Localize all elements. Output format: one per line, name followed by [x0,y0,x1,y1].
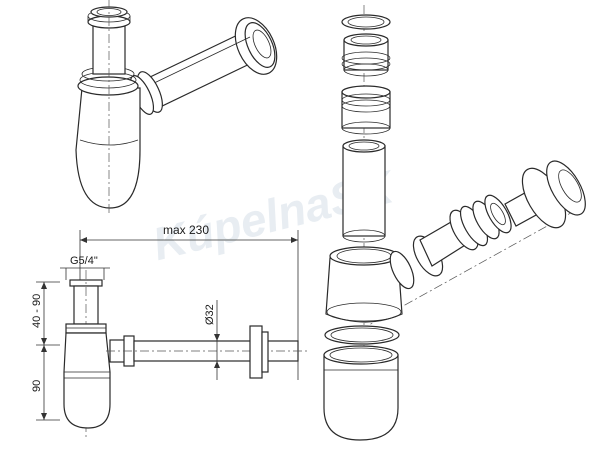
wall-pipe-top [147,17,278,109]
wall-pipe [504,160,586,229]
outlet-nut [412,209,479,277]
siphon-body-top [75,66,141,209]
seal-ring-bottom [324,325,400,345]
dim-thread-label: G5/4" [70,255,98,267]
dim-height-upper-label: 40 - 90 [31,294,43,328]
top-nut [341,33,391,77]
siphon-head [325,246,415,323]
seal-ring-top [341,14,391,30]
exploded-view [323,5,586,441]
dim-max-length-label: max 230 [163,223,209,237]
assembled-siphon-3d [75,0,278,215]
outlet-ring [459,194,512,247]
inlet-tube [342,139,386,243]
dimensioned-side-view: max 230 G5/4" 40 - 90 90 [31,223,308,440]
dim-height-lower-label: 90 [31,380,43,392]
dim-pipe-diameter-label: Ø32 [204,304,216,325]
reducer-ring [341,85,391,135]
siphon-cup [323,345,399,441]
